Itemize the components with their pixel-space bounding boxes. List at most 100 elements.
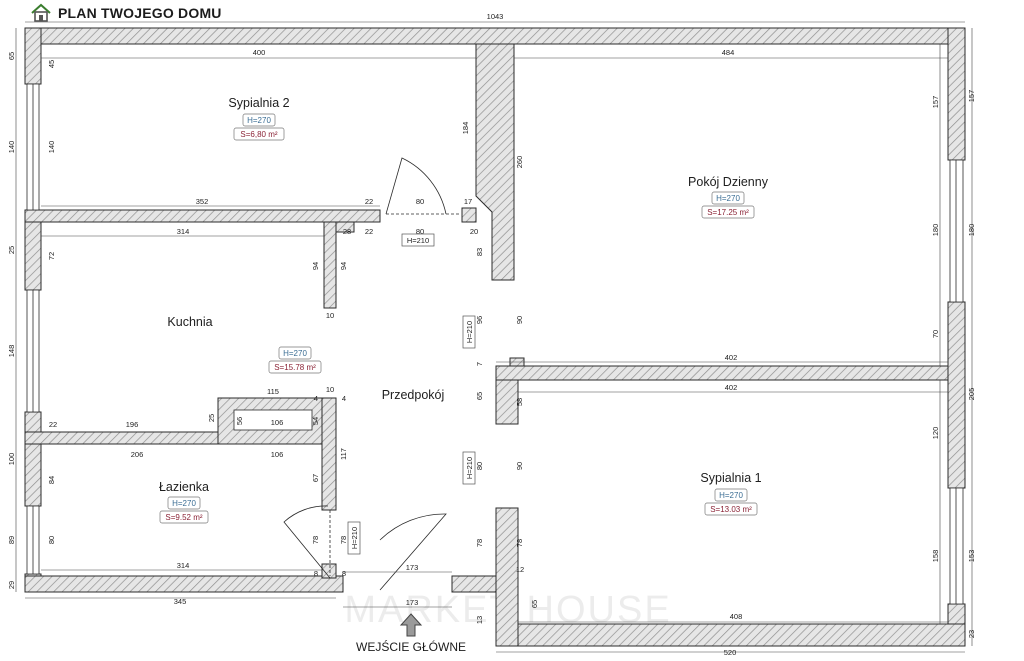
dim-label: 484	[722, 48, 735, 57]
wall-living-bed1	[495, 365, 949, 381]
dim-label: 352	[196, 197, 209, 206]
dim-label: 4	[314, 394, 318, 403]
wall-right-2	[947, 301, 966, 489]
wall-bottom-left	[24, 575, 344, 593]
dim-label: 140	[7, 141, 16, 154]
dim-label: 140	[47, 141, 56, 154]
dim-label: 65	[7, 52, 16, 60]
dim-label: 12	[516, 565, 524, 574]
dim-label: 157	[967, 90, 976, 103]
room-name: Sypialnia 1	[700, 471, 761, 485]
wall-bottom-right	[495, 623, 966, 647]
dim-label: 520	[724, 648, 737, 657]
dim-label: 45	[47, 60, 56, 68]
dim-label: 148	[7, 345, 16, 358]
dim-label: 23	[967, 630, 976, 638]
dim-label: 260	[515, 156, 524, 169]
dim-label: 78	[475, 539, 484, 547]
dim-label: 78	[339, 536, 348, 544]
dim-label: 22	[365, 227, 373, 236]
page-title: PLAN TWOJEGO DOMU	[58, 5, 222, 21]
wall-bath-right	[321, 397, 337, 511]
wall-kitchen-stub-b	[335, 221, 355, 233]
dimension-lines	[15, 21, 973, 653]
room-area: S=15.78 m²	[274, 363, 316, 372]
door-height-3: H=210	[465, 457, 474, 479]
room-name: Pokój Dzienny	[688, 175, 769, 189]
room-height: H=270	[283, 349, 307, 358]
dim-label: 1043	[487, 12, 504, 21]
dim-label: 120	[931, 427, 940, 440]
dim-label: 25	[207, 414, 216, 422]
dim-label: 89	[7, 536, 16, 544]
house-icon	[31, 3, 51, 22]
main-entrance: WEJŚCIE GŁÓWNE	[356, 612, 466, 654]
dim-label: 4	[342, 394, 346, 403]
wall-right-1	[947, 27, 966, 161]
window-living	[949, 159, 964, 303]
dim-label: 106	[271, 450, 284, 459]
room-przedpokoj: Przedpokój	[382, 388, 445, 402]
room-sypialnia-2: Sypialnia 2 H=270 S=6,80 m²	[228, 96, 290, 141]
dim-label: 184	[461, 122, 470, 135]
wall-left-1	[24, 27, 42, 85]
dim-label: 20	[470, 227, 478, 236]
door-height-tags: H=210 H=210 H=210 H=210	[347, 233, 476, 555]
dim-label: 402	[725, 383, 738, 392]
dim-label: 314	[177, 561, 190, 570]
dim-label: 180	[967, 224, 976, 237]
dim-label: 29	[7, 581, 16, 589]
room-area: S=9.52 m²	[165, 513, 202, 522]
dim-label: 158	[931, 550, 940, 563]
wall-diagonal	[475, 43, 515, 281]
wall-bath-right-2	[321, 563, 337, 579]
dim-label: 345	[174, 597, 187, 606]
room-area: S=6,80 m²	[240, 130, 277, 139]
dim-label: 205	[967, 388, 976, 401]
dimension-labels: 1043 400 484 352 314 22 80 17 28 22 80 2…	[49, 12, 742, 657]
dim-label: 17	[464, 197, 472, 206]
wall-bed2-bottom	[24, 209, 381, 223]
dim-label: 8	[314, 569, 318, 578]
entrance-label: WEJŚCIE GŁÓWNE	[356, 640, 467, 654]
doors	[283, 157, 460, 591]
wall-left-3	[24, 411, 42, 507]
dim-label: 90	[515, 316, 524, 324]
dim-label: 206	[131, 450, 144, 459]
room-height: H=270	[719, 491, 743, 500]
door-bath	[283, 505, 331, 579]
room-height: H=270	[716, 194, 740, 203]
room-pokoj-dzienny: Pokój Dzienny H=270 S=17.25 m²	[688, 175, 769, 219]
room-name: Łazienka	[159, 480, 209, 494]
dim-label: 173	[406, 563, 419, 572]
dim-label: 22	[49, 420, 57, 429]
plan-header: PLAN TWOJEGO DOMU	[30, 2, 222, 24]
dim-label: 54	[311, 417, 320, 425]
room-sypialnia-1: Sypialnia 1 H=270 S=13.03 m²	[700, 471, 762, 516]
dim-label: 196	[126, 420, 139, 429]
room-height: H=270	[247, 116, 271, 125]
room-name: Kuchnia	[167, 315, 212, 329]
dim-label: 56	[235, 417, 244, 425]
dim-label: 8	[342, 569, 346, 578]
dim-label: 83	[475, 248, 484, 256]
vertical-dimension-labels: 65 45 140 140 25 72 148 100 84 89 80 29 …	[7, 52, 976, 638]
door-height-4: H=210	[350, 527, 359, 549]
window-bed1	[949, 487, 964, 605]
dim-label: 67	[311, 474, 320, 482]
dim-label: 94	[339, 262, 348, 270]
door-height-1: H=210	[407, 236, 429, 245]
arrow-up-icon	[399, 613, 423, 637]
dim-label: 408	[730, 612, 743, 621]
walls	[24, 27, 966, 647]
room-area: S=13.03 m²	[710, 505, 752, 514]
dim-label: 173	[406, 598, 419, 607]
dim-label: 78	[515, 539, 524, 547]
shaft-inner	[233, 409, 313, 431]
dim-label: 80	[416, 197, 424, 206]
dim-label: 80	[47, 536, 56, 544]
dim-label: 100	[7, 453, 16, 466]
dim-label: 80	[475, 462, 484, 470]
door-bed2	[385, 157, 447, 215]
dim-label: 65	[475, 392, 484, 400]
